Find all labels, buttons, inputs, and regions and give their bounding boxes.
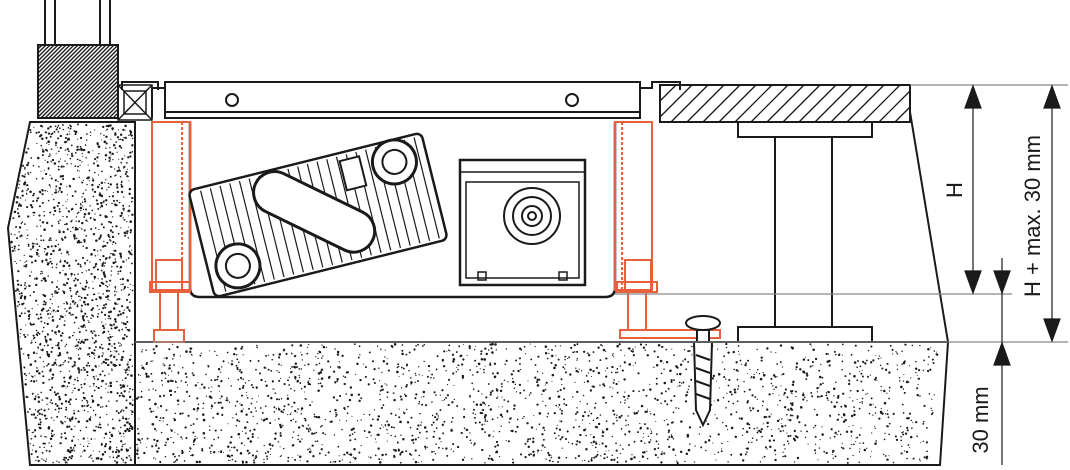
steel-beam (737, 121, 873, 343)
arrow-down-icon (993, 270, 1011, 295)
wall-pipes (44, 0, 111, 45)
dimension-h-label: H (942, 182, 967, 198)
fan-unit (458, 158, 587, 287)
insulation-strip (117, 84, 153, 121)
concrete-dots (10, 123, 939, 465)
floor-slab (135, 341, 950, 466)
left-wall (6, 121, 136, 466)
arrow-up-icon (1043, 84, 1061, 109)
arrow-up-icon (964, 84, 982, 109)
wall-block-hatched (37, 44, 119, 119)
dimension-lines (135, 84, 1068, 343)
heat-exchanger (188, 132, 448, 298)
arrow-up-icon (993, 341, 1011, 366)
arrow-down-icon (1043, 318, 1061, 343)
anchor-bolt (685, 315, 721, 428)
right-wall-edge (909, 111, 949, 343)
dimension-arrows (964, 84, 1061, 465)
grille-frame (121, 81, 681, 119)
dimension-h-plus-label: H + max. 30 mm (1020, 135, 1045, 297)
arrow-down-icon (964, 270, 982, 295)
floor-finish-hatched (659, 84, 911, 123)
dimension-screed-label: 30 mm (968, 386, 993, 453)
leveling-supports (149, 121, 721, 343)
